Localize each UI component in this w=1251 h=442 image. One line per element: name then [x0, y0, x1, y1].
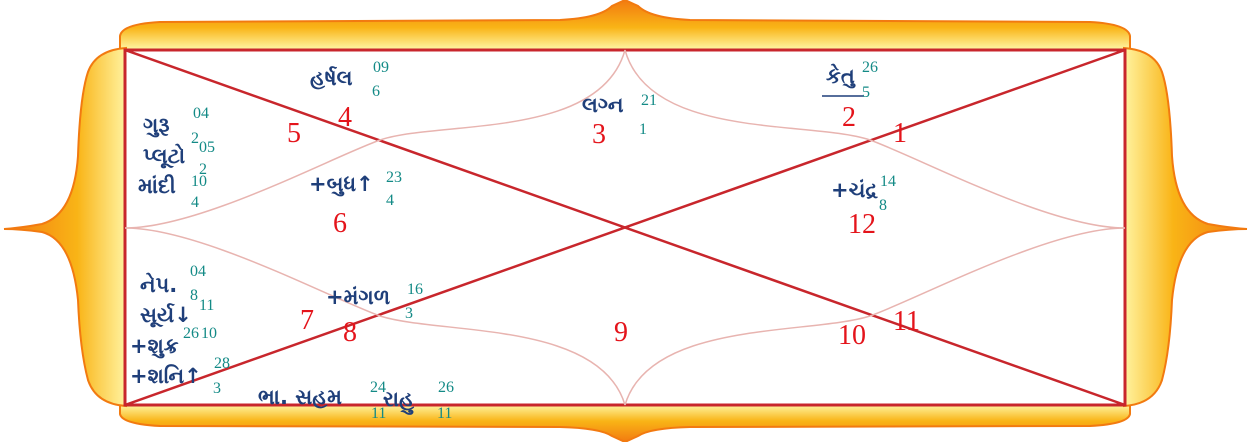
chart-lines — [123, 48, 1127, 407]
planet-name: ગુરૂ — [143, 113, 170, 138]
house-number: 1 — [893, 118, 907, 149]
planet-nakshatra: 10 — [201, 325, 217, 342]
planet-degree: 04 — [190, 263, 206, 280]
planet-degree: 14 — [880, 173, 896, 190]
planet-nakshatra: 5 — [862, 84, 870, 101]
planet-degree: 09 — [373, 59, 389, 76]
planet-nakshatra: 8 — [879, 197, 887, 214]
planet-degree: 28 — [214, 355, 230, 372]
diagonal-line — [124, 48, 1126, 407]
planet-name: +શનિ↑ — [130, 364, 202, 388]
planet-degree: 10 — [191, 173, 207, 190]
planet-name: +શુક્ર — [130, 334, 179, 359]
diamond-curve — [124, 227, 626, 406]
planet-nakshatra: 6 — [372, 83, 380, 100]
planet-nakshatra: 3 — [405, 305, 413, 322]
house-number: 2 — [842, 102, 856, 133]
planet-nakshatra: 1 — [639, 121, 647, 138]
planet-name: ભા. સહમ — [258, 385, 342, 409]
planet-degree: 16 — [407, 281, 423, 298]
frame-right — [1123, 46, 1248, 408]
planet-nakshatra: 3 — [213, 380, 221, 397]
planet-name: કેતુ — [826, 63, 856, 90]
planet-degree: 24 — [370, 379, 386, 396]
planet-nakshatra: 4 — [386, 192, 394, 209]
house-number: 6 — [333, 208, 347, 239]
house-number: 12 — [848, 209, 876, 240]
house-number: 3 — [592, 119, 606, 150]
house-number: 10 — [838, 320, 866, 351]
planet-nakshatra: 11 — [437, 405, 452, 422]
planet-name: લગ્ન — [582, 93, 624, 117]
planet-degree: 21 — [641, 92, 657, 109]
house-number: 8 — [343, 317, 357, 348]
diamond-curve — [624, 49, 1126, 229]
planet-degree: 26 — [183, 325, 199, 342]
planet-degree: 26 — [862, 59, 878, 76]
planet-degree: 04 — [193, 105, 209, 122]
planet-nakshatra: 4 — [191, 194, 199, 211]
planet-nakshatra: 11 — [371, 405, 386, 422]
planet-name: નેપ. — [140, 272, 177, 297]
planet-degree: 11 — [199, 297, 214, 314]
house-number: 5 — [287, 118, 301, 149]
house-number: 4 — [338, 102, 352, 133]
decorative-frame — [3, 0, 1248, 442]
planet-degree: 26 — [438, 379, 454, 396]
planet-layer: હર્ષલ 09 6 કેતુ 26 5 લગ્ન 21 1 ગુરૂ 04 2… — [130, 59, 896, 422]
house-number: 7 — [300, 305, 314, 336]
planet-degree: 05 — [199, 139, 215, 156]
frame-left — [3, 46, 127, 408]
frame-top — [119, 0, 1131, 51]
diamond-curve — [124, 49, 626, 229]
planet-nakshatra: 8 — [190, 287, 198, 304]
planet-name: +મંગળ — [326, 285, 390, 309]
planet-name: +ચંદ્ર — [831, 178, 878, 202]
house-number: 11 — [893, 306, 920, 337]
diamond-curve — [624, 227, 1126, 406]
planet-degree: 23 — [386, 169, 402, 186]
planet-name: +બુધ↑ — [309, 172, 374, 197]
planet-name: માંદી — [138, 174, 176, 198]
planet-name: હર્ષલ — [310, 66, 353, 90]
planet-name: સૂર્ય↓ — [140, 303, 192, 328]
planet-nakshatra: 2 — [199, 161, 207, 178]
house-number: 9 — [614, 317, 628, 348]
planet-nakshatra: 2 — [191, 130, 199, 147]
planet-name: પ્લૂટો — [143, 143, 185, 169]
house-number-layer: 1 2 3 4 5 6 7 8 9 10 11 12 — [287, 102, 920, 351]
frame-bottom — [119, 403, 1131, 442]
